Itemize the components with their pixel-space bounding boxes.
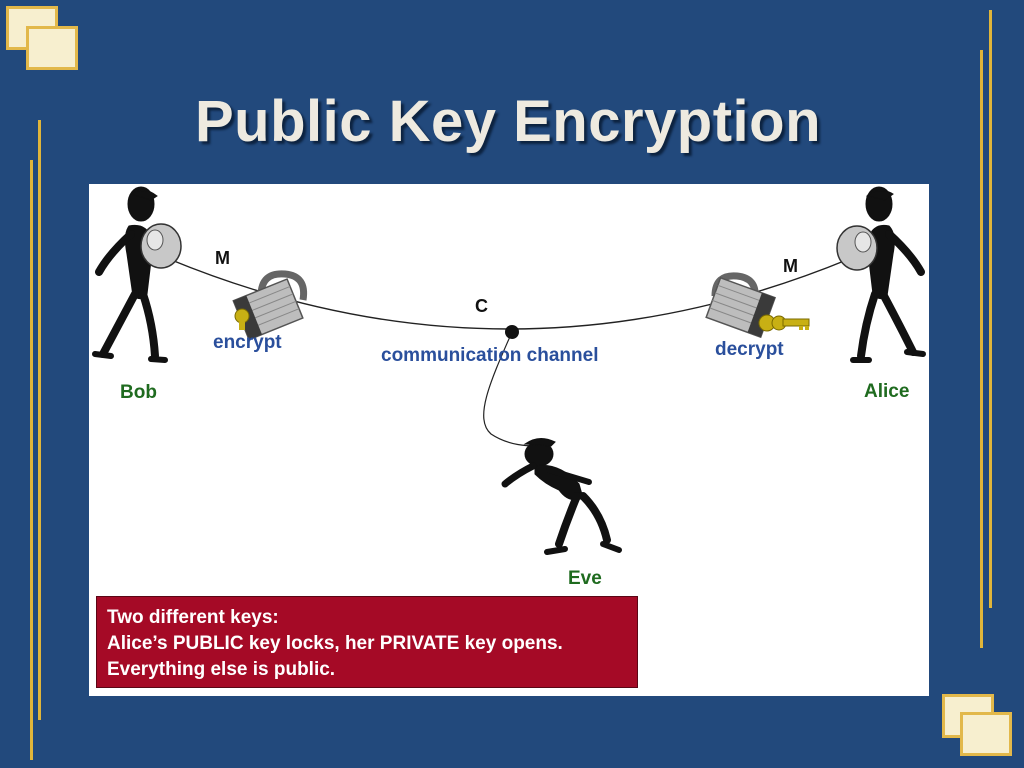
plaintext-label-right: M xyxy=(783,256,798,276)
slide-title: Public Key Encryption xyxy=(194,89,822,154)
eve-label: Eve xyxy=(568,568,602,589)
note-line-1: Two different keys: xyxy=(107,607,279,628)
bob-can xyxy=(140,223,182,269)
decrypt-padlock-icon xyxy=(705,272,777,339)
channel-label: communication channel xyxy=(381,345,599,366)
corner-square-front-br xyxy=(960,712,1012,756)
right-gold-line xyxy=(989,10,992,608)
note-line-2: Alice’s PUBLIC key locks, her PRIVATE ke… xyxy=(107,633,563,654)
alice-figure xyxy=(850,186,926,363)
plaintext-label-left: M xyxy=(215,248,230,268)
decrypt-label: decrypt xyxy=(715,339,784,360)
decrypt-key-icon xyxy=(758,314,810,332)
tap-line xyxy=(483,331,538,447)
alice-label: Alice xyxy=(864,381,910,402)
alice-can xyxy=(836,225,878,271)
left-gold-line xyxy=(38,120,41,720)
diagram-panel: M M C encrypt decrypt communication chan… xyxy=(89,184,929,696)
key-note-box: Two different keys: Alice’s PUBLIC key l… xyxy=(96,596,638,688)
bob-label: Bob xyxy=(120,382,157,403)
ciphertext-label: C xyxy=(475,296,488,316)
right-gold-line-2 xyxy=(980,50,983,648)
bob-figure xyxy=(92,186,168,363)
corner-square-front xyxy=(26,26,78,70)
tap-point xyxy=(505,325,519,339)
left-gold-line-2 xyxy=(30,160,33,760)
encrypt-label: encrypt xyxy=(213,332,282,353)
note-line-3: Everything else is public. xyxy=(107,659,336,680)
diagram-canvas xyxy=(92,186,926,555)
encrypt-key-icon xyxy=(234,308,250,330)
eve-figure xyxy=(501,438,622,555)
